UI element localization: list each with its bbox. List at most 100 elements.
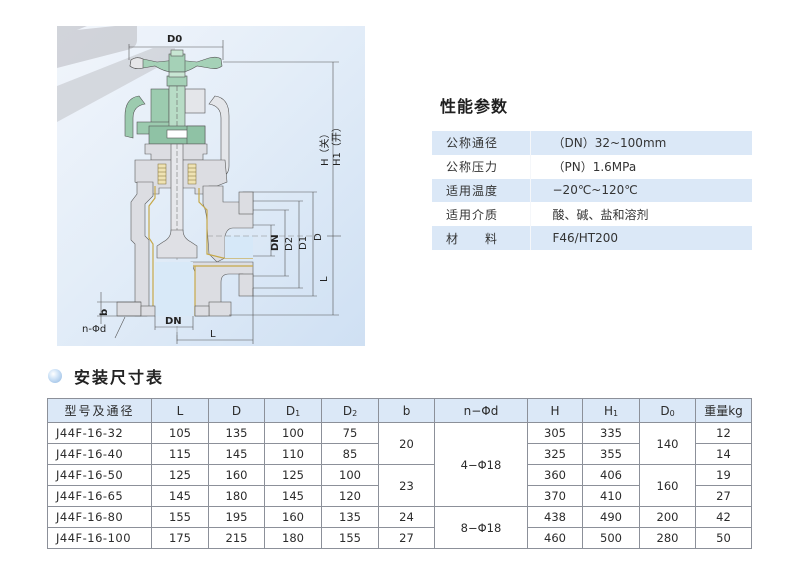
header-d0: D0 [639, 398, 696, 423]
handwheel [129, 49, 223, 87]
cell-weight: 12 [695, 422, 752, 444]
cell-weight: 42 [695, 506, 752, 528]
cell-h1: 335 [582, 422, 640, 444]
cell-d2: 135 [321, 506, 379, 528]
yoke [124, 85, 230, 179]
spec-value: F46/HT200 [529, 226, 752, 250]
cell-d: 145 [208, 443, 265, 465]
cell-h: 370 [527, 485, 583, 507]
spec-label: 公称压力 [446, 160, 499, 175]
cell-h1: 406 [582, 464, 640, 486]
header-n-phi-d: n−Φd [434, 398, 528, 423]
cell-weight: 19 [695, 464, 752, 486]
table-row: J44F-16-65 145 180 145 120 370 410 27 [47, 485, 752, 507]
valve-body [116, 143, 254, 317]
cell-weight: 27 [695, 485, 752, 507]
cell-model: J44F-16-80 [47, 506, 152, 528]
spec-title: 性能参数 [440, 97, 509, 116]
dims-table: 型号及通径 L D D1 D2 b n−Φd H H1 D0 重量kg J44F… [47, 398, 752, 549]
header-h1-main: H [603, 403, 613, 418]
cell-h: 460 [527, 527, 583, 549]
cell-b: 27 [378, 527, 435, 549]
cell-d2: 155 [321, 527, 379, 549]
table-row: J44F-16-32 105 135 100 75 20 4−Φ18 305 3… [47, 422, 752, 507]
header-model: 型号及通径 [47, 398, 152, 423]
cell-model: J44F-16-40 [47, 443, 152, 465]
table-row: J44F-16-40 115 145 110 85 325 355 14 [47, 443, 752, 465]
spec-label: 材 料 [432, 226, 530, 250]
cell-d: 195 [208, 506, 265, 528]
cell-h: 325 [527, 443, 583, 465]
cell-b: 20 [378, 422, 435, 465]
cell-l: 175 [151, 527, 209, 549]
header-d: D [208, 398, 265, 423]
header-d0-main: D [660, 403, 670, 418]
cell-model: J44F-16-100 [47, 527, 152, 549]
packing-spring [157, 163, 197, 185]
dimension-lines [97, 40, 341, 344]
cell-model: J44F-16-65 [47, 485, 152, 507]
header-d2-sub: 2 [352, 408, 358, 418]
cell-h1: 410 [582, 485, 640, 507]
cell-d0: 280 [639, 527, 696, 549]
cell-d: 135 [208, 422, 265, 444]
cell-l: 145 [151, 485, 209, 507]
label-d2: D2 [284, 237, 295, 251]
valve-drawing: D0 H（关） H1（开） DN D2 D1 D L b n-Φd DN L [57, 26, 343, 344]
label-h1-open: H1（开） [331, 122, 343, 166]
spec-label: 适用介质 [446, 207, 499, 222]
cell-d2: 120 [321, 485, 379, 507]
cell-model: J44F-16-50 [47, 464, 152, 486]
cell-d2: 100 [321, 464, 379, 486]
cell-d: 180 [208, 485, 265, 507]
cell-d0: 200 [639, 506, 696, 528]
spec-value: 酸、碱、盐和溶剂 [529, 202, 752, 227]
label-n-phi-d: n-Φd [82, 324, 106, 335]
cell-d: 160 [208, 464, 265, 486]
label-b: b [99, 309, 110, 316]
cell-d1: 145 [264, 485, 322, 507]
spec-value: （DN）32~100mm [529, 131, 752, 155]
dims-heading-text: 安装尺寸表 [74, 368, 165, 387]
label-l-side: L [319, 276, 330, 282]
header-d1: D1 [264, 398, 322, 423]
cell-d1: 100 [264, 422, 322, 444]
cell-d2: 75 [321, 422, 379, 444]
spec-table: 公称通径 （DN）32~100mm 公称压力 （PN）1.6MPa 适用温度 −… [432, 131, 752, 250]
spec-row: 公称通径 （DN）32~100mm [432, 131, 752, 155]
spec-label: 适用温度 [432, 178, 530, 203]
cell-h: 360 [527, 464, 583, 486]
label-dn-side: DN [270, 234, 281, 251]
label-d0: D0 [167, 34, 182, 45]
header-b: b [378, 398, 435, 423]
cell-d1: 180 [264, 527, 322, 549]
cell-b: 23 [378, 464, 435, 507]
cell-h1: 500 [582, 527, 640, 549]
label-d1: D1 [298, 236, 309, 250]
label-d: D [313, 233, 324, 241]
header-row: 型号及通径 L D D1 D2 b n−Φd H H1 D0 重量kg [47, 398, 752, 423]
spec-label: 公称通径 [432, 131, 530, 155]
cell-n-phi-d: 4−Φ18 [434, 422, 528, 507]
cell-h1: 490 [582, 506, 640, 528]
cell-weight: 50 [695, 527, 752, 549]
spec-value: −20℃~120℃ [529, 178, 752, 203]
label-l-bottom: L [210, 329, 216, 340]
cell-l: 115 [151, 443, 209, 465]
cell-d: 215 [208, 527, 265, 549]
bullet-icon [48, 369, 62, 383]
cell-h: 438 [527, 506, 583, 528]
spec-row: 适用温度 −20℃~120℃ [432, 178, 752, 203]
cell-weight: 14 [695, 443, 752, 465]
cell-d1: 125 [264, 464, 322, 486]
header-d1-main: D [285, 403, 296, 418]
cell-d1: 110 [264, 443, 322, 465]
header-weight: 重量kg [695, 398, 752, 423]
cell-h1: 355 [582, 443, 640, 465]
header-h1: H1 [582, 398, 640, 423]
spec-row: 材 料 F46/HT200 [432, 226, 752, 250]
table-row: J44F-16-80 155 195 160 135 24 8−Φ18 438 … [47, 506, 752, 549]
header-d1-sub: 1 [295, 408, 301, 418]
cell-d2: 85 [321, 443, 379, 465]
header-h1-sub: 1 [612, 408, 619, 418]
